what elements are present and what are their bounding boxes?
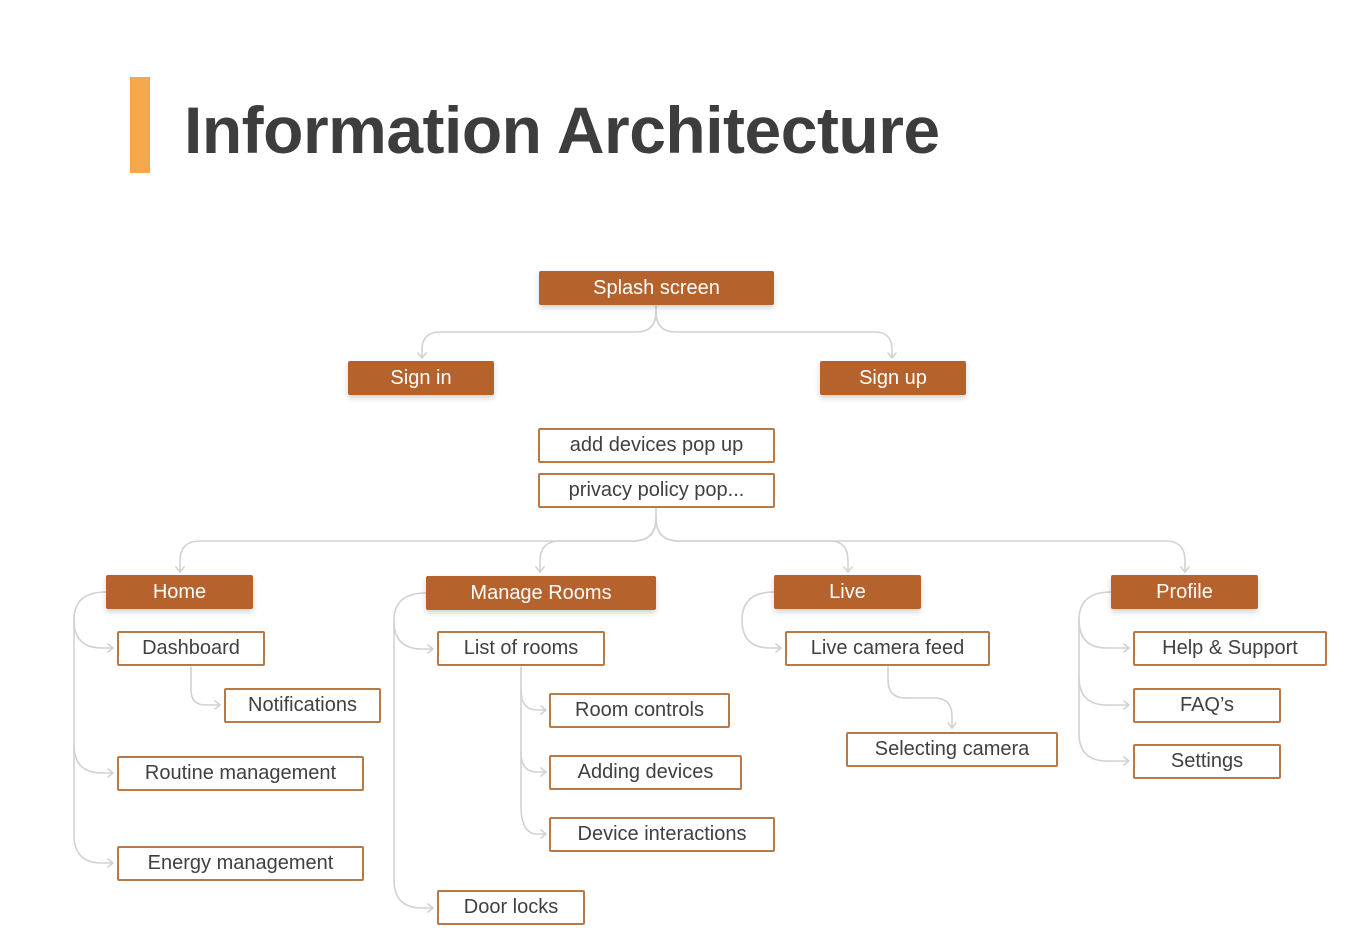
node-settings: Settings	[1133, 744, 1281, 779]
arrowhead	[1123, 643, 1130, 653]
node-splash-screen: Splash screen	[539, 271, 774, 305]
connector-home-dashboard	[73, 619, 114, 649]
arrowhead	[540, 829, 547, 839]
node-faqs: FAQ’s	[1133, 688, 1281, 723]
node-selecting-camera: Selecting camera	[846, 732, 1058, 767]
node-door-locks: Door locks	[437, 890, 585, 925]
arrowhead	[427, 903, 434, 913]
connector-profile-help	[1078, 619, 1130, 649]
title-accent-bar	[130, 77, 150, 173]
node-live-camera-feed: Live camera feed	[785, 631, 990, 666]
node-sign-in: Sign in	[348, 361, 494, 395]
node-list-of-rooms: List of rooms	[437, 631, 605, 666]
arrowhead	[107, 643, 114, 653]
connector-list-controls	[520, 689, 547, 711]
arrowhead	[1123, 700, 1130, 710]
connector-live-feed	[741, 591, 782, 649]
connector-home-children	[73, 591, 114, 864]
connector-list-children	[520, 666, 547, 835]
page-title: Information Architecture	[184, 93, 940, 167]
arrowhead	[107, 768, 114, 778]
arrowhead	[107, 858, 114, 868]
node-device-interactions: Device interactions	[549, 817, 775, 852]
node-help-support: Help & Support	[1133, 631, 1327, 666]
node-profile: Profile	[1111, 575, 1258, 609]
connector-profile-children	[1078, 591, 1130, 762]
connector-popup-rooms	[539, 517, 657, 573]
node-routine-management: Routine management	[117, 756, 364, 791]
arrowhead	[214, 700, 221, 710]
node-manage-rooms: Manage Rooms	[426, 576, 656, 610]
arrowhead	[417, 352, 427, 359]
connector-feed-selecting	[887, 666, 953, 729]
arrowhead	[540, 767, 547, 777]
node-privacy-policy-popup: privacy policy pop...	[538, 473, 775, 508]
arrowhead	[775, 643, 782, 653]
connector-popup-home	[179, 507, 657, 573]
arrowhead	[535, 566, 545, 573]
node-room-controls: Room controls	[549, 693, 730, 728]
connector-rooms-children	[393, 592, 434, 909]
arrowhead	[540, 705, 547, 715]
node-add-devices-popup: add devices pop up	[538, 428, 775, 463]
node-notifications: Notifications	[224, 688, 381, 723]
connector-home-routine	[73, 744, 114, 774]
arrowhead	[1123, 756, 1130, 766]
arrowhead	[947, 722, 957, 729]
connector-list-adding	[520, 751, 547, 773]
connector-popup-profile	[655, 517, 1186, 573]
node-dashboard: Dashboard	[117, 631, 265, 666]
node-sign-up: Sign up	[820, 361, 966, 395]
arrowhead	[887, 352, 897, 359]
node-home: Home	[106, 575, 253, 609]
arrowhead	[843, 566, 853, 573]
arrowhead	[175, 566, 185, 573]
connector-profile-faq	[1078, 676, 1130, 706]
connector-popup-live	[655, 517, 849, 573]
connector-splash-signin	[421, 304, 657, 359]
connector-splash-signup	[655, 311, 893, 359]
connector-dashboard-notifications	[190, 666, 221, 706]
connector-rooms-list	[393, 620, 434, 650]
arrowhead	[1180, 566, 1190, 573]
node-live: Live	[774, 575, 921, 609]
node-energy-management: Energy management	[117, 846, 364, 881]
node-adding-devices: Adding devices	[549, 755, 742, 790]
arrowhead	[427, 644, 434, 654]
